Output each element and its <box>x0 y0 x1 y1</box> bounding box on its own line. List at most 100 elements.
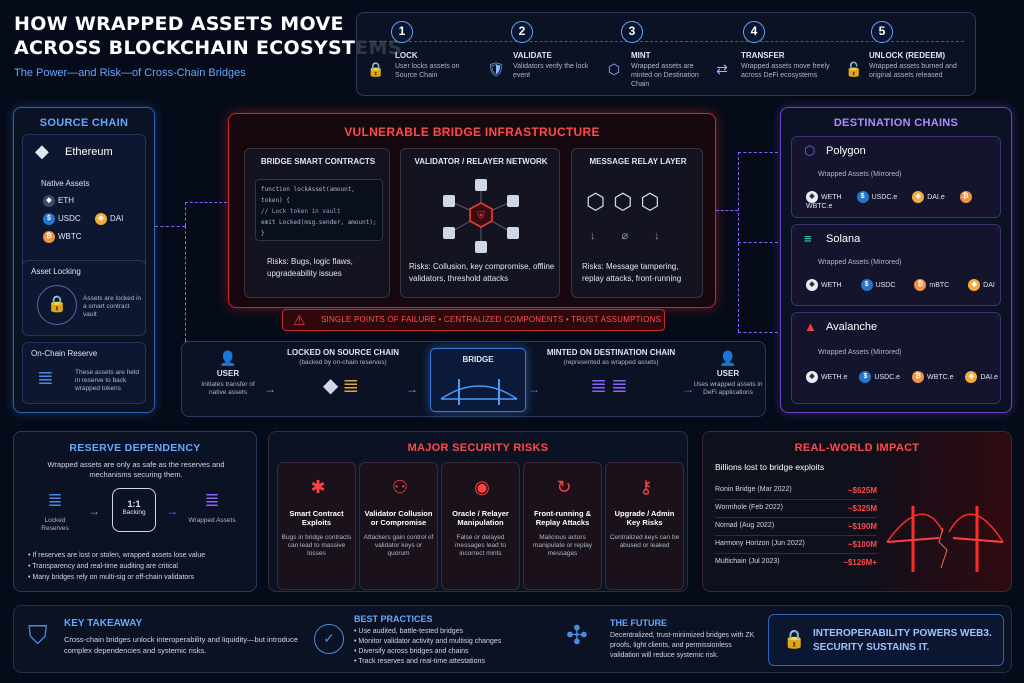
code-line: function lockAsset(amount, token) { <box>261 186 355 204</box>
arrow-right-icon: → <box>166 504 178 518</box>
bridge-contracts-card: BRIDGE SMART CONTRACTS function lockAsse… <box>244 148 390 298</box>
connector <box>185 202 227 203</box>
network-icon: ✣ <box>566 620 588 650</box>
locked-reserves-label: Locked Reserves <box>41 517 69 532</box>
vault-lock-icon: 🔒 <box>37 285 77 325</box>
destination-heading: DESTINATION CHAINS <box>833 117 959 129</box>
bullet-text: Many bridges rely on multi-sig or off-ch… <box>32 574 195 581</box>
table-row: Multichain (Jul 2023)~$126M+ <box>715 554 877 571</box>
bridge-box: BRIDGE <box>430 348 526 412</box>
step-title: UNLOCK (REDEEM) <box>869 51 945 60</box>
relay-cubes-icon: ⬡⬡⬡ <box>586 189 668 214</box>
risk-card-validator: ⚇ Validator Collusion or Compromise Atta… <box>359 462 438 590</box>
wrapped-label: Wrapped Assets (Mirrored) <box>818 259 902 266</box>
practice-text: Use audited, battle-tested bridges <box>358 628 464 635</box>
weth-icon: ◆ <box>806 371 818 383</box>
step-desc: User locks assets on Source Chain <box>395 63 460 79</box>
step-number: 2 <box>511 21 533 43</box>
future-title: THE FUTURE <box>610 618 667 628</box>
key-icon: ⚷ <box>639 477 653 497</box>
dai-icon: ◈ <box>95 213 107 225</box>
contracts-title: BRIDGE SMART CONTRACTS <box>260 157 376 166</box>
exploit-value: ~$325M <box>847 504 877 513</box>
asset-label: USDC.e <box>871 193 898 201</box>
exploit-name: Wormhole (Feb 2022) <box>715 504 783 511</box>
minted-sub: (represented as wrapped assets) <box>563 359 659 366</box>
connector <box>155 226 185 227</box>
arrow-right-icon: → <box>88 504 100 518</box>
arrow-right-icon: → <box>264 382 276 396</box>
exploit-value: ~$190M <box>847 522 877 531</box>
asset-label: USDC.e <box>874 373 901 381</box>
step-title: VALIDATE <box>513 51 552 60</box>
risk-title: Oracle / Relayer Manipulation <box>452 509 509 527</box>
user-left: 👤 USER Initiates transfer of native asse… <box>194 350 262 397</box>
asset-usdc: $USDC <box>43 213 81 225</box>
asset-label: WBTC.e <box>806 203 833 210</box>
dai-icon: ◈ <box>912 191 925 203</box>
asset-label: DAI.e <box>980 373 998 381</box>
database-icon: ≣ <box>37 367 54 389</box>
takeaway-title: KEY TAKEAWAY <box>64 618 143 629</box>
slogan: INTEROPERABILITY POWERS WEB3. SECURITY S… <box>813 627 992 655</box>
asset-dai: ◈DAI <box>95 213 123 225</box>
connector <box>185 226 186 341</box>
exploit-name: Harmony Horizon (Jun 2022) <box>715 540 805 547</box>
locked-source: LOCKED ON SOURCE CHAIN (backed by on-cha… <box>280 348 406 398</box>
security-risks-panel: MAJOR SECURITY RISKS ✱ Smart Contract Ex… <box>268 431 688 592</box>
reserve-desc: Wrapped assets are only as safe as the r… <box>47 460 225 479</box>
weth-icon: ◆ <box>806 279 818 291</box>
slogan-line: SECURITY SUSTAINS IT. <box>813 642 930 653</box>
asset-label: USDC <box>875 281 896 289</box>
footer-panel: ⛉ KEY TAKEAWAY Cross-chain bridges unloc… <box>13 605 1012 673</box>
connector <box>738 242 778 243</box>
asset-label: DAI <box>983 281 995 289</box>
arrow-right-icon: → <box>528 382 540 396</box>
risk-desc: False or delayed messages lead to incorr… <box>455 534 506 557</box>
replay-icon: ↻ <box>556 477 572 497</box>
slogan-box: 🔒 INTEROPERABILITY POWERS WEB3. SECURITY… <box>768 614 1004 666</box>
risk-title: Upgrade / Admin Key Risks <box>614 509 675 527</box>
bridge-icon <box>440 379 518 405</box>
connector <box>716 210 738 211</box>
step-3: 3 ⬡ MINT Wrapped assets are minted on De… <box>603 19 721 95</box>
warning-icon: ⚠ <box>293 312 306 328</box>
exploit-name: Multichain (Jul 2023) <box>715 558 780 565</box>
validator-risk: Risks: Collusion, key compromise, offlin… <box>409 262 555 283</box>
table-row: Harmony Horizon (Jun 2022)~$100M <box>715 536 877 554</box>
svg-text:⛨: ⛨ <box>477 211 485 222</box>
cube-icon: ⬡ <box>607 61 621 77</box>
shield-check-icon: 🛡 <box>487 61 505 77</box>
bullet: • Transparency and real-time auditing ar… <box>28 563 178 570</box>
impact-heading: REAL-WORLD IMPACT <box>794 442 920 454</box>
bullet: • If reserves are lost or stolen, wrappe… <box>28 552 206 559</box>
usdc-icon: $ <box>43 213 55 225</box>
arrow-right-icon: → <box>406 382 418 396</box>
on-chain-reserve-card: On-Chain Reserve ≣ These assets are held… <box>22 342 146 404</box>
step-desc: Wrapped assets burned and original asset… <box>869 63 957 79</box>
title-line-2: ACROSS BLOCKCHAIN ECOSYSTEMS <box>14 37 402 59</box>
reserve-desc: These assets are held in reserve to back… <box>75 369 139 392</box>
code-line: emit Locked(msg.sender, amount); <box>261 219 377 226</box>
reserve-heading: RESERVE DEPENDENCY <box>69 442 201 454</box>
solana-icon: ≡ <box>804 231 812 246</box>
relay-arrows-icon: ↓⌀↓ <box>590 230 686 242</box>
asset-locking-card: Asset Locking 🔒 Assets are locked in a s… <box>22 260 146 336</box>
chain-name: Ethereum <box>65 146 113 158</box>
asset-label: WETH <box>821 193 842 201</box>
step-desc: Wrapped assets are minted on Destination… <box>631 63 699 88</box>
database-icon: ≣ <box>47 490 63 510</box>
step-number: 1 <box>391 21 413 43</box>
impact-sub: Billions lost to bridge exploits <box>715 462 825 472</box>
user-label: USER <box>716 369 740 378</box>
asset-locking-title: Asset Locking <box>31 267 81 276</box>
dai-icon: ◈ <box>968 279 981 291</box>
wrapped-coins-icon: ≣ <box>204 490 220 510</box>
lock-icon: 🔒 <box>367 61 385 77</box>
ethereum-icon: ◆ <box>35 141 49 161</box>
eye-icon: ◉ <box>474 477 490 497</box>
asset-label: WETH <box>821 281 842 289</box>
dai-icon: ◈ <box>965 371 978 383</box>
locked-reserves: ≣ Locked Reserves <box>32 490 78 533</box>
relay-title: MESSAGE RELAY LAYER <box>589 157 687 166</box>
